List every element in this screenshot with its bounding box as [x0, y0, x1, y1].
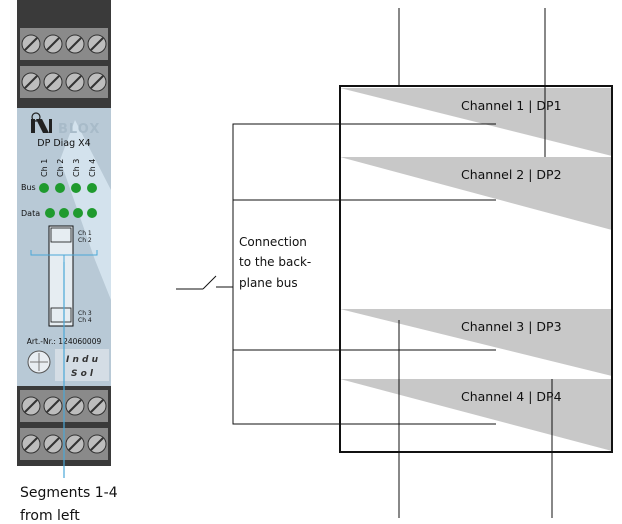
segment-slot	[48, 225, 74, 327]
channel-wedge-1	[340, 88, 612, 156]
bus-led-2	[55, 183, 65, 193]
maker-text-line1: I n d u	[66, 355, 99, 365]
bus-led-4	[87, 183, 97, 193]
channel-label-dp2: Channel 2 | DP2	[461, 167, 562, 182]
segments-caption-line2: from left	[20, 508, 80, 524]
segments-caption-line1: Segments 1-4	[20, 485, 118, 501]
channel-wedge-4	[340, 379, 612, 451]
data-led-3	[73, 208, 83, 218]
top-screw-row-2	[21, 72, 107, 92]
blox-logo-text: BLOX	[58, 122, 100, 137]
device-model: DP Diag X4	[37, 138, 90, 149]
connection-text-line1: Connection	[239, 235, 307, 249]
channel-wedge-2	[340, 157, 612, 230]
channel-label-1: Ch 1	[40, 159, 49, 177]
channel-wedge-3	[340, 309, 612, 376]
channel-label-dp4: Channel 4 | DP4	[461, 389, 562, 404]
channel-schematic: Channel 1 | DP1 Channel 2 | DP2 Channel …	[176, 8, 613, 518]
top-screw-row-1	[21, 34, 107, 54]
slot-label-ch2: Ch 2	[78, 237, 92, 244]
backplane-connectors	[232, 123, 496, 425]
data-led-label: Data	[21, 209, 40, 218]
channel-label-2: Ch 2	[56, 159, 65, 177]
slot-label-ch3: Ch 3	[78, 310, 92, 317]
indusol-logo: BLOX	[31, 112, 100, 137]
connection-text-line2: to the back-	[239, 255, 311, 269]
backplane-symbol	[176, 275, 233, 290]
connection-text-line3: plane bus	[239, 276, 298, 290]
bottom-screw-row-1	[21, 396, 107, 416]
channel-label-4: Ch 4	[88, 159, 97, 177]
slot-label-ch4: Ch 4	[78, 317, 92, 324]
bus-led-3	[71, 183, 81, 193]
channel-label-dp1: Channel 1 | DP1	[461, 98, 562, 113]
slot-label-ch1: Ch 1	[78, 230, 92, 237]
maker-text-line2: S o l	[71, 369, 94, 379]
data-led-4	[87, 208, 97, 218]
data-led-1	[45, 208, 55, 218]
channel-box	[339, 85, 613, 453]
channel-label-dp3: Channel 3 | DP3	[461, 319, 562, 334]
bus-led-label: Bus	[21, 183, 36, 192]
diag-device: BLOX DP Diag X4 Ch 1 Ch 2 Ch 3 Ch 4 Bus …	[17, 0, 111, 478]
bottom-screw-row-2	[21, 434, 107, 454]
bus-led-1	[39, 183, 49, 193]
segment-bracket	[30, 250, 98, 262]
channel-label-3: Ch 3	[72, 159, 81, 177]
data-led-2	[59, 208, 69, 218]
